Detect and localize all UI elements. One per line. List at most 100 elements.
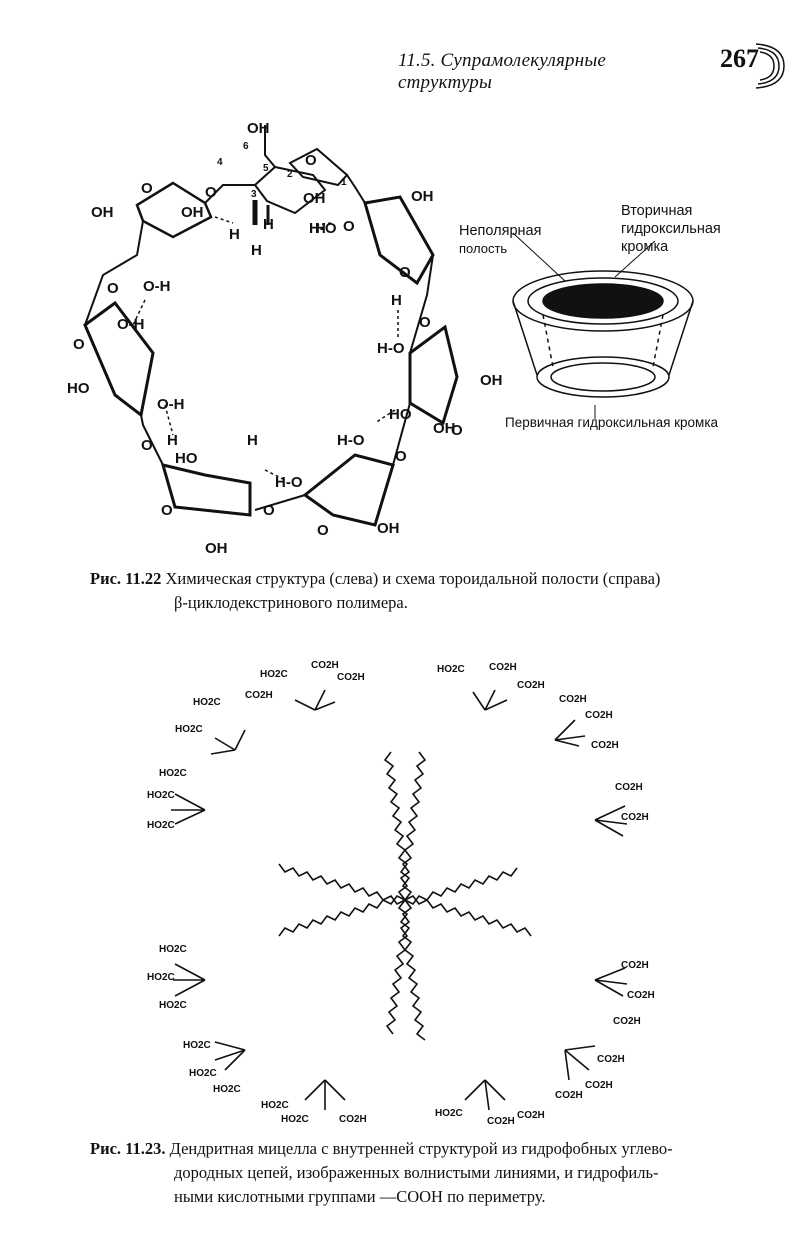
caption-label: Рис. 11.22 [90,569,162,588]
acid-group-label: CO2H [339,1114,367,1125]
atom-label: O [141,437,153,454]
atom-label: O [317,522,329,539]
atom-label: O [161,502,173,519]
acid-group-label: CO2H [615,782,643,793]
acid-group-label: HO2C [147,972,175,983]
acid-group-label: HO2C [435,1108,463,1119]
atom-label: OH [91,204,114,221]
atom-label: OH [411,188,434,205]
acid-group-label: CO2H [621,960,649,971]
acid-group-label: HO2C [261,1100,289,1111]
acid-group-label: CO2H [245,690,273,701]
atom-label: 6 [243,141,249,152]
cavity-label: полость [459,241,507,256]
figure-caption-11-23: Рис. 11.23. Дендритная мицелла с внутрен… [90,1137,770,1209]
figure-dendritic-micelle: HO2C CO2H CO2H HO2C CO2H CO2H HO2C CO2H … [147,660,655,1127]
cavity-label: Неполярная [459,223,541,239]
atom-label: OH [377,520,400,537]
acid-group-label: HO2C [437,664,465,675]
acid-group-label: CO2H [517,1110,545,1121]
atom-label: 4 [217,157,223,168]
toroidal-cavity-schematic [512,232,694,419]
atom-label: H [247,432,258,449]
atom-label: OH [303,190,326,207]
micelle-group-labels: HO2C CO2H CO2H HO2C CO2H CO2H HO2C CO2H … [147,660,655,1127]
atom-label: H [263,216,274,233]
cyclodextrin-atom-labels: OH OH OH OH OH HO OH OH OH HO H H H H H … [67,120,503,557]
atom-label: OH [247,120,270,137]
acid-group-label: HO2C [213,1084,241,1095]
acid-group-label: CO2H [337,672,365,683]
atom-label: H-O [337,432,365,449]
acid-group-label: HO2C [159,944,187,955]
atom-label: O-H [117,316,145,333]
atom-label: 3 [251,189,257,200]
atom-label: HO [389,406,412,423]
atom-label: OH [181,204,204,221]
atom-label: O [343,218,355,235]
atom-label: H [315,220,326,237]
atom-label: 5 [263,163,269,174]
cone-labels: Неполярная полость Вторичная гидроксильн… [459,203,721,430]
atom-label: O [107,280,119,297]
atom-label: O [263,502,275,519]
caption-text: β-циклодекстринового полимера. [174,593,408,612]
caption-label: Рис. 11.23. [90,1139,166,1158]
atom-label: H-O [377,340,405,357]
acid-group-label: CO2H [311,660,339,671]
acid-group-label: CO2H [487,1116,515,1127]
page-number: 267 [720,44,759,73]
atom-label: 1 [341,177,347,188]
acid-group-label: CO2H [591,740,619,751]
micelle-chains [171,689,628,1111]
atom-label: H-O [275,474,303,491]
acid-group-label: HO2C [159,768,187,779]
atom-label: O-H [143,278,171,295]
atom-label: O [451,422,463,439]
secondary-rim-label: гидроксильная [621,221,721,237]
atom-label: H [167,432,178,449]
caption-text: Химическая структура (слева) и схема тор… [165,569,661,588]
acid-group-label: HO2C [147,820,175,831]
acid-group-label: CO2H [613,1016,641,1027]
page-corner-ornament-icon [755,43,785,89]
acid-group-label: CO2H [489,662,517,673]
acid-group-label: CO2H [585,710,613,721]
acid-group-label: CO2H [555,1090,583,1101]
acid-group-label: HO2C [281,1114,309,1125]
atom-label: OH [433,420,456,437]
atom-label: HO [175,450,198,467]
acid-group-label: CO2H [621,812,649,823]
acid-group-label: HO2C [260,669,288,680]
figure-caption-11-22: Рис. 11.22 Химическая структура (слева) … [90,567,770,615]
acid-group-label: HO2C [147,790,175,801]
caption-text: дородных цепей, изображенных волнистыми … [174,1163,659,1182]
atom-label: H-O [309,220,337,237]
atom-label: O [395,448,407,465]
atom-label: O [419,314,431,331]
atom-label: O [399,264,411,281]
acid-group-label: CO2H [597,1054,625,1065]
acid-group-label: HO2C [183,1040,211,1051]
atom-label: O [305,152,317,169]
atom-label: O [141,180,153,197]
figure-cyclodextrin: OH OH OH OH OH HO OH OH OH HO H H H H H … [67,120,721,557]
atom-label: HO [67,380,90,397]
secondary-rim-label: Вторичная [621,203,692,219]
atom-label: H [391,292,402,309]
cyclodextrin-structure [83,125,459,527]
acid-group-label: HO2C [189,1068,217,1079]
primary-rim-label: Первичная гидроксильная кромка [505,415,719,430]
caption-text: Дендритная мицелла с внутренней структур… [169,1139,673,1158]
caption-text: ными кислотными группами —COOH по периме… [174,1187,546,1206]
atom-label: OH [205,540,228,557]
acid-group-label: HO2C [193,697,221,708]
acid-group-label: CO2H [627,990,655,1001]
atom-label: H [251,242,262,259]
acid-group-label: CO2H [585,1080,613,1091]
acid-group-label: HO2C [175,724,203,735]
atom-label: O-H [157,396,185,413]
atom-label: OH [480,372,503,389]
atom-label: H [229,226,240,243]
running-header: 11.5. Супрамолекулярные структуры [398,50,607,93]
